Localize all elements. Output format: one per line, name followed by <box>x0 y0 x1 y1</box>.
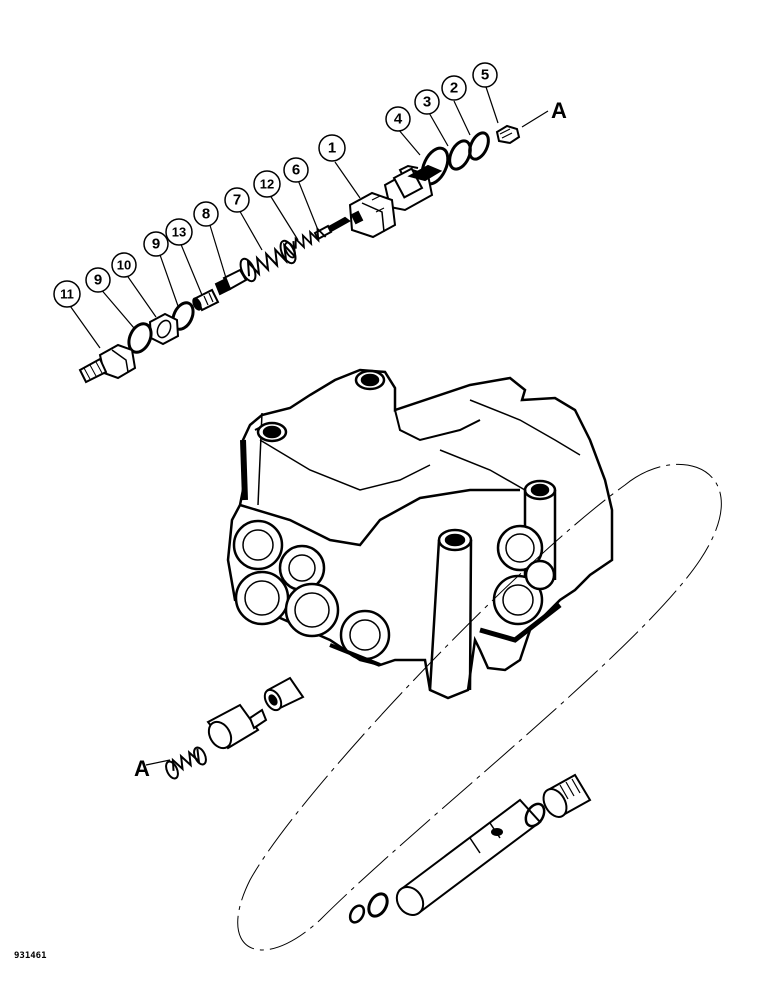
check-spring <box>165 746 207 780</box>
callout-10 <box>111 252 137 278</box>
spool <box>395 798 542 916</box>
callout-7 <box>224 187 250 213</box>
callout-6 <box>283 157 309 183</box>
lower-parts <box>165 463 722 951</box>
callout-12-label: 12 <box>260 177 274 192</box>
callout-7-label: 7 <box>233 192 241 209</box>
housing-ports <box>232 519 556 661</box>
callout-6-label: 6 <box>292 162 300 179</box>
callout-9-left-label: 9 <box>94 272 102 289</box>
figure-id: 931461 <box>14 951 47 961</box>
callout-1 <box>318 134 346 162</box>
part-1-valve-body <box>348 164 443 239</box>
callout-9-right <box>143 231 169 257</box>
callout-11-label: 11 <box>60 287 74 302</box>
spool-ring-large <box>367 892 389 918</box>
check-seat <box>263 676 305 712</box>
part-2-oring <box>468 131 490 161</box>
relief-valve-assembly <box>78 124 521 384</box>
end-plug <box>542 773 592 818</box>
reference-a-top: A <box>551 98 567 123</box>
part-5-plug <box>495 124 521 145</box>
check-poppet <box>206 703 268 750</box>
part-11-cap-nut <box>78 343 137 384</box>
callout-9-right-label: 9 <box>152 236 160 253</box>
callout-2-label: 2 <box>450 80 458 97</box>
part-3-backup-ring <box>448 139 472 171</box>
callout-3 <box>414 89 440 115</box>
part-6-poppet-pin <box>313 216 351 241</box>
callout-5 <box>472 62 498 88</box>
phantom-outline <box>237 463 722 951</box>
spool-ring-small <box>348 904 366 924</box>
part-10-locknut <box>148 312 180 346</box>
part-9-washer-outer <box>127 322 153 354</box>
callout-5-label: 5 <box>481 67 489 84</box>
part-7-spring <box>239 239 297 283</box>
plug-oring <box>524 802 546 828</box>
valve-housing <box>226 368 614 700</box>
callout-8 <box>193 201 219 227</box>
callout-2 <box>441 75 467 101</box>
callout-8-label: 8 <box>202 206 210 223</box>
part-8-spring-seat <box>214 268 248 296</box>
callout-11 <box>53 280 81 308</box>
callout-1-label: 1 <box>328 140 336 157</box>
callout-13 <box>165 218 193 246</box>
callout-12 <box>253 170 281 198</box>
callout-4 <box>385 106 411 132</box>
reference-a-bottom: A <box>134 756 150 781</box>
callout-13-label: 13 <box>172 225 186 240</box>
callout-10-label: 10 <box>117 258 131 273</box>
part-13-screw <box>192 288 220 312</box>
callout-4-label: 4 <box>394 111 403 128</box>
callouts: 1 2 3 4 5 6 7 8 9 9 10 11 12 13 A A <box>53 62 567 781</box>
callout-3-label: 3 <box>423 94 431 111</box>
callout-9-left <box>85 267 111 293</box>
